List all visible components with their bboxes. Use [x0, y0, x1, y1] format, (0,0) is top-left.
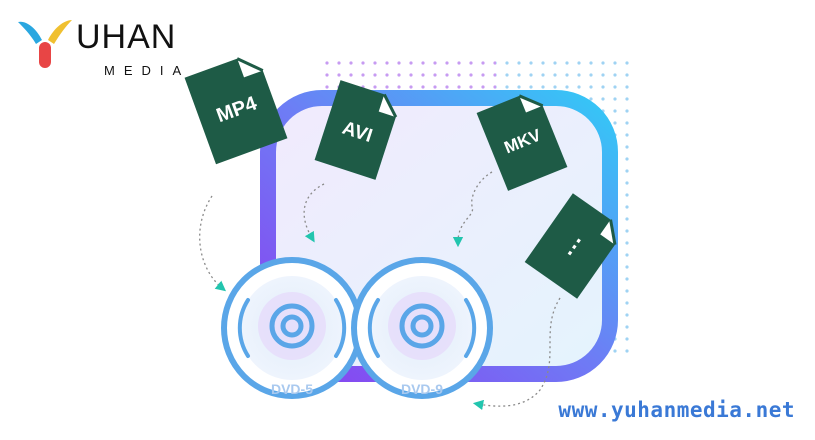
avi-file-icon: AVI [314, 80, 398, 180]
arrow-avi-to-dvd5 [303, 183, 325, 243]
brand-subtitle: MEDIA [104, 63, 191, 78]
dvd9-label: DVD-9 [401, 381, 443, 397]
website-url[interactable]: www.yuhanmedia.net [558, 398, 795, 422]
generic-file-icon: ⋮ [524, 193, 617, 299]
brand-name: UHAN [76, 18, 177, 56]
arrow-generic-to-dvd9 [472, 297, 561, 411]
dvd5-label: DVD-5 [271, 381, 313, 397]
dvd5-disc: DVD-5 [221, 257, 363, 399]
brand-logo: UHAN MEDIA [14, 14, 214, 78]
mp4-file-icon: MP4 [184, 57, 288, 165]
arrow-mp4-to-dvd5 [199, 195, 227, 292]
y-logo-icon [18, 20, 72, 68]
arrow-mkv-to-dvd9 [452, 171, 493, 248]
mkv-file-icon: MKV [476, 94, 568, 191]
dvd9-disc: DVD-9 [351, 257, 493, 399]
